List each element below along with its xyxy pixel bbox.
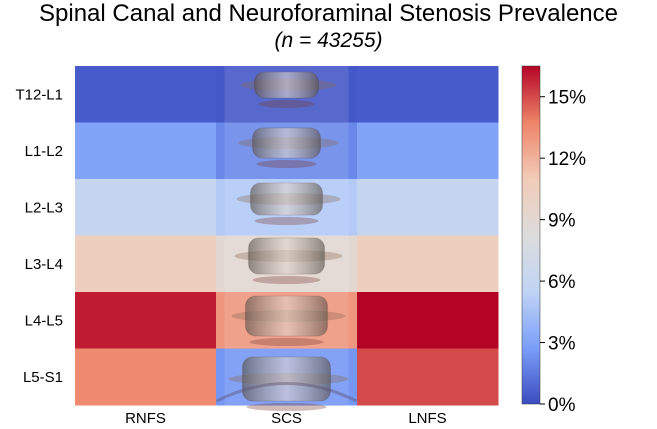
intervertebral-disc <box>254 217 319 225</box>
sacrum-outline <box>215 382 358 403</box>
colorbar-tick-label: 15% <box>548 88 586 109</box>
heatmap-cell <box>75 292 217 349</box>
vertebra-shading <box>252 128 321 158</box>
vertebra-shading <box>245 296 328 336</box>
heatmap-cell <box>357 348 499 406</box>
colorbar-tick-label: 6% <box>548 272 576 293</box>
row-label: T12-L1 <box>15 86 63 103</box>
heatmap-cell <box>357 66 499 123</box>
heatmap-cells <box>75 66 499 406</box>
colorbar-ticks: 0% 3% 6% 9% 12% 15% <box>540 88 586 416</box>
row-label: L1-L2 <box>25 143 63 160</box>
column-label: LNFS <box>408 410 446 427</box>
row-label: L5-S1 <box>23 369 63 386</box>
column-label: RNFS <box>125 410 166 427</box>
intervertebral-disc <box>249 338 324 346</box>
intervertebral-disc <box>258 100 315 108</box>
heatmap-cell <box>75 179 217 236</box>
heatmap-cell <box>357 122 499 180</box>
row-label: L3-L4 <box>25 256 63 273</box>
heatmap-cell <box>75 235 217 293</box>
colorbar-tick-label: 9% <box>548 211 576 232</box>
heatmap-cell <box>357 292 499 349</box>
column-labels: RNFS SCS LNFS <box>125 410 447 427</box>
row-label: L2-L3 <box>25 199 63 216</box>
vertebra-shading <box>248 238 325 274</box>
colorbar <box>521 65 541 405</box>
chart-title: Spinal Canal and Neuroforaminal Stenosis… <box>39 0 618 27</box>
spine-image <box>215 66 358 411</box>
intervertebral-disc <box>256 160 317 168</box>
colorbar-tick-label: 12% <box>548 149 586 170</box>
heatmap-cell <box>75 348 217 406</box>
spine-shadow <box>224 66 349 405</box>
intervertebral-disc <box>246 403 327 411</box>
colorbar-tick-label: 0% <box>548 395 576 416</box>
chart-subtitle: (n = 43255) <box>274 29 383 52</box>
intervertebral-disc <box>252 276 321 284</box>
colorbar-tick-label: 3% <box>548 334 576 355</box>
vertebra-shading <box>242 357 331 401</box>
row-label: L4-L5 <box>25 312 63 329</box>
vertebra-shading <box>250 183 323 215</box>
column-label: SCS <box>271 410 302 427</box>
heatmap-cell <box>75 122 217 180</box>
heatmap-cell <box>75 66 217 123</box>
vertebra-shading <box>254 72 319 98</box>
heatmap-cell <box>357 179 499 236</box>
heatmap-cell <box>357 235 499 293</box>
